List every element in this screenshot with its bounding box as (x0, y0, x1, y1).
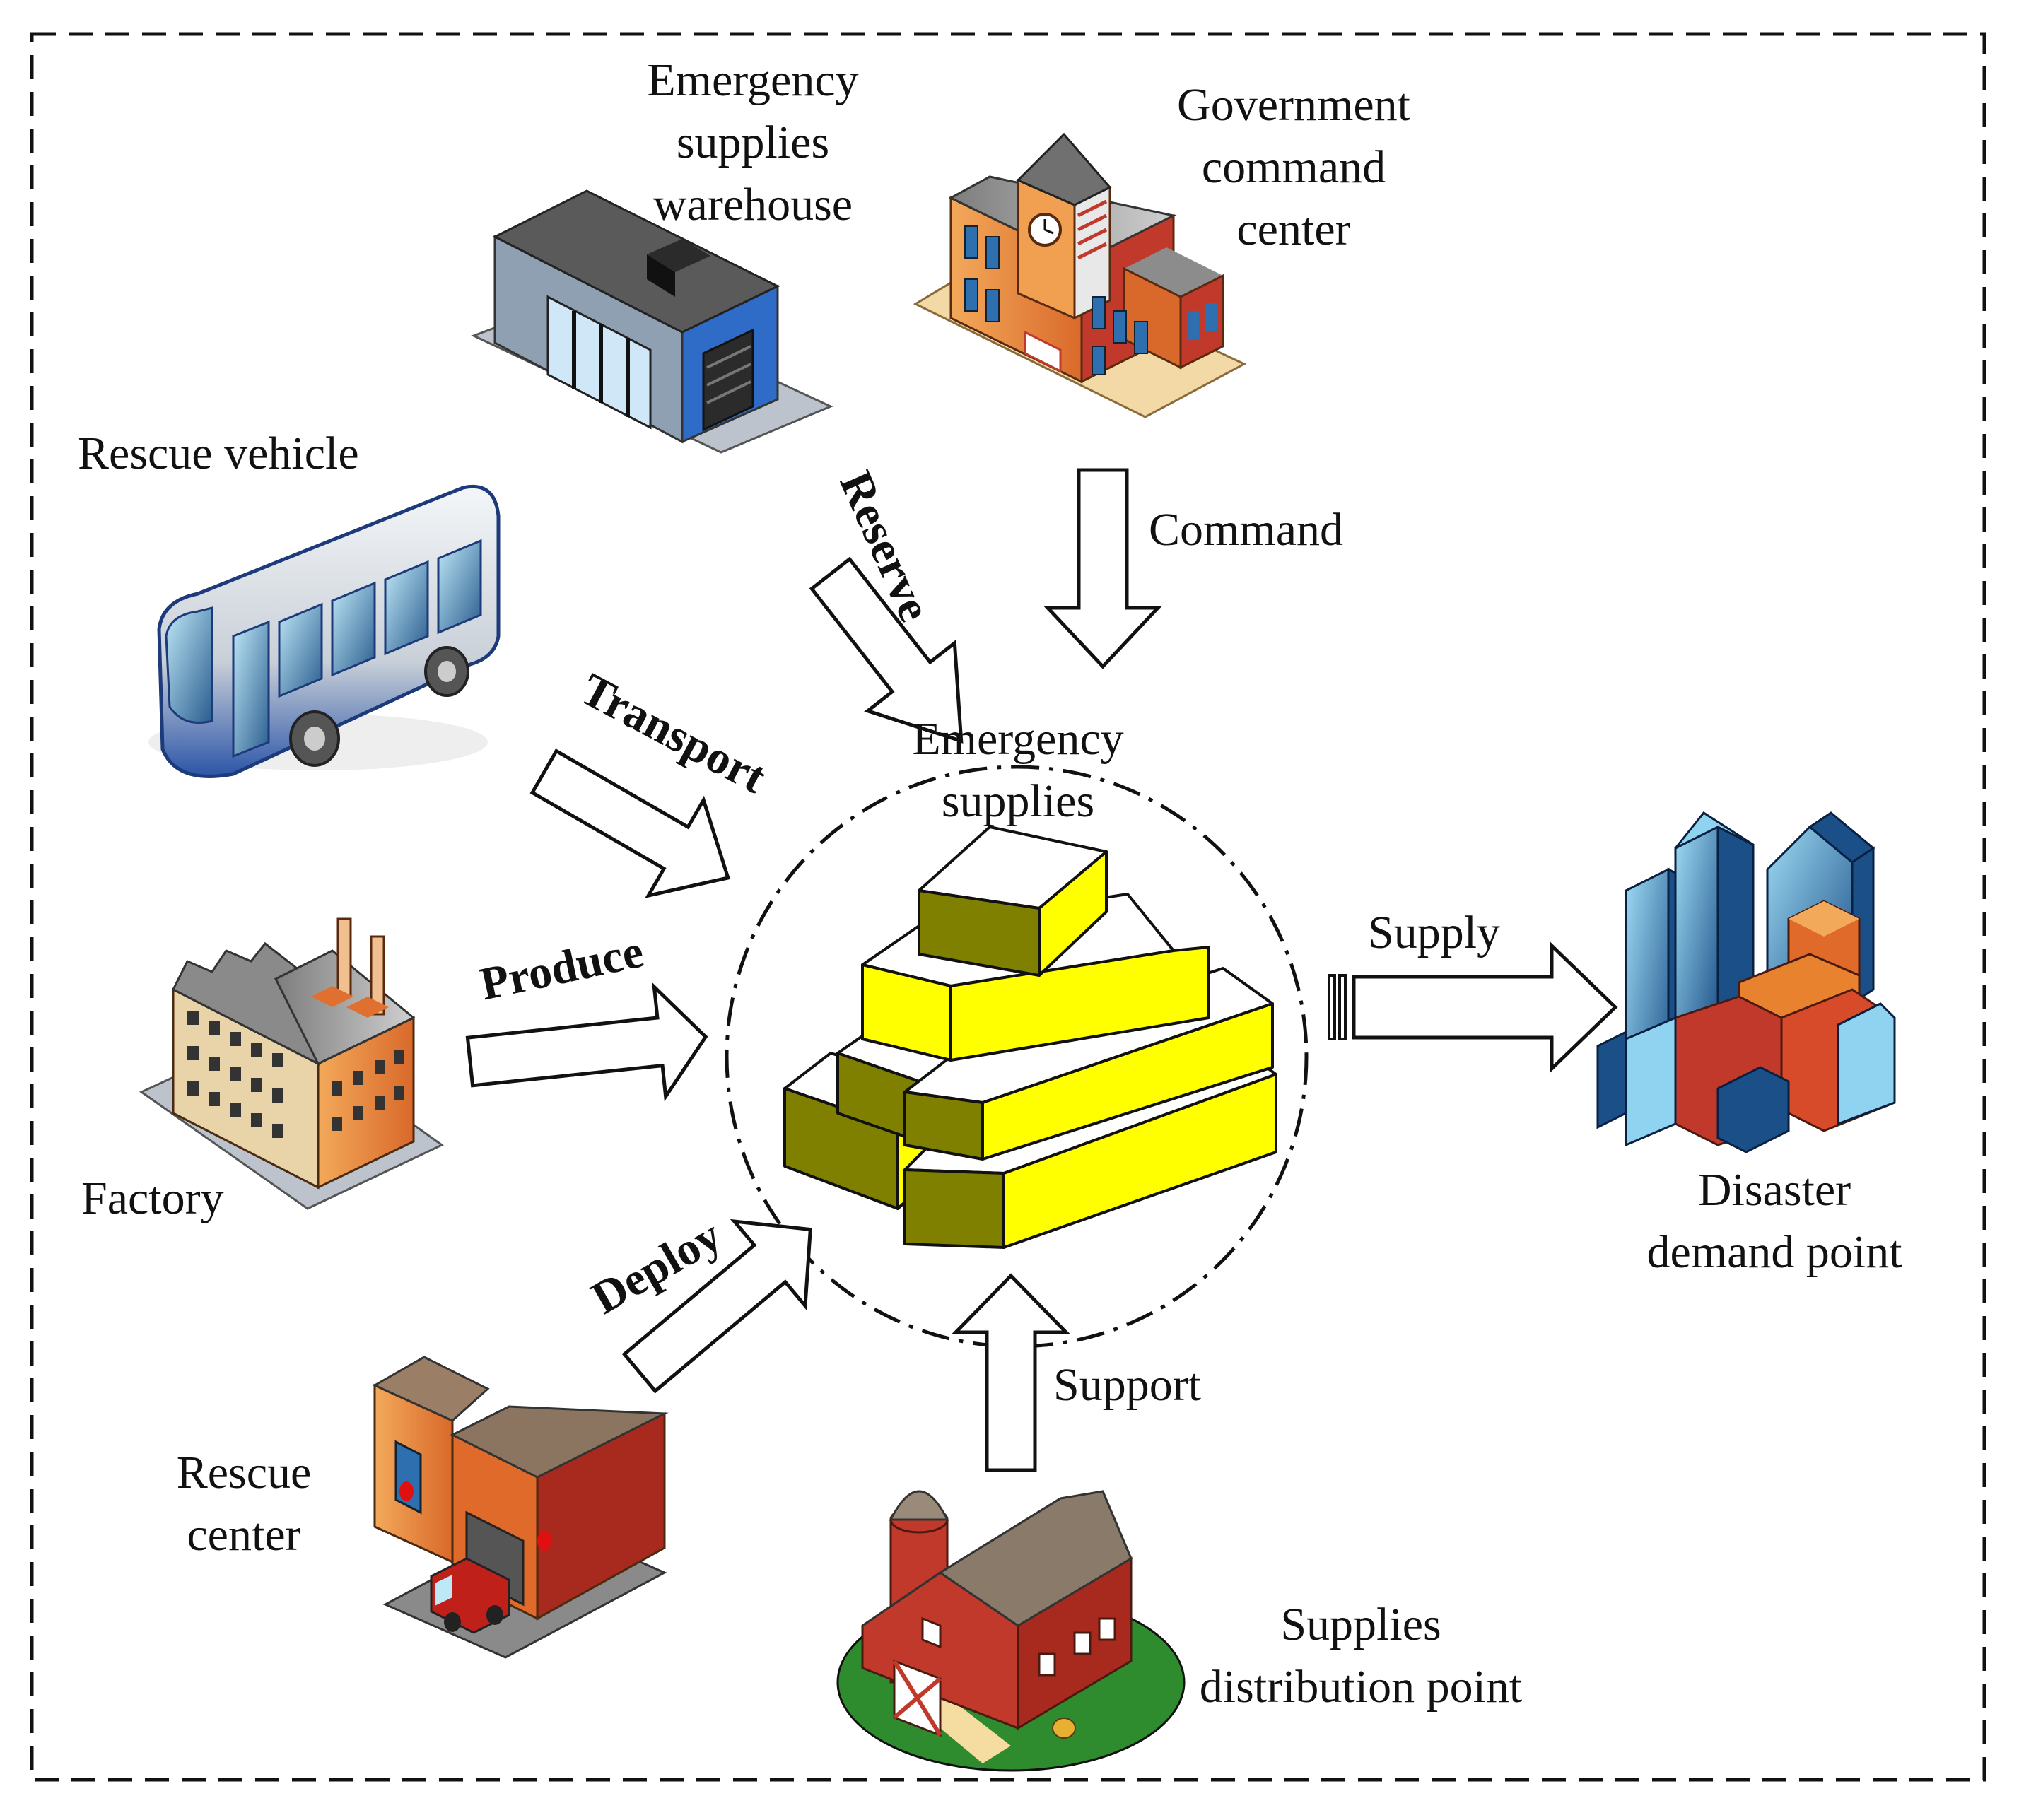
disaster-label-line1: Disaster (1697, 1164, 1851, 1216)
supply-arrow (1328, 941, 1618, 1073)
outer-frame (30, 32, 1986, 1782)
rescue-center-label-line1: Rescue (176, 1447, 312, 1498)
rescue-vehicle-label-text: Rescue vehicle (78, 428, 359, 479)
supplies-label-line1: Emergency (912, 713, 1124, 765)
warehouse-label-line3: warehouse (652, 179, 853, 230)
transport-arrow (529, 748, 731, 898)
rescue-center-icon (372, 1356, 669, 1659)
government-label: Government command center (1124, 74, 1463, 261)
warehouse-label-line1: Emergency (647, 54, 859, 106)
warehouse-label: Emergency supplies warehouse (587, 49, 919, 236)
government-label-line1: Government (1177, 79, 1410, 131)
supplies-label-line2: supplies (941, 775, 1095, 827)
distribution-label-line1: Supplies (1280, 1599, 1441, 1650)
support-arrow (952, 1273, 1070, 1472)
rescue-vehicle-icon (148, 484, 501, 778)
government-label-line2: command (1201, 141, 1386, 193)
supplies-boundary-circle (725, 765, 1309, 1349)
factory-icon (139, 917, 444, 1210)
factory-label-text: Factory (81, 1173, 224, 1224)
disaster-city-icon (1596, 811, 1896, 1153)
supplies-boxes-icon (783, 826, 1277, 1249)
distribution-label: Supplies distribution point (1159, 1594, 1562, 1718)
deploy-arrow (621, 1219, 812, 1394)
produce-arrow (465, 982, 708, 1102)
warehouse-icon (471, 189, 833, 454)
warehouse-label-line2: supplies (676, 117, 830, 168)
command-arrow (1043, 468, 1162, 669)
government-label-line3: center (1236, 204, 1351, 255)
rescue-center-label-line2: center (187, 1509, 301, 1561)
distribution-label-line2: distribution point (1199, 1661, 1523, 1713)
support-label: Support (1053, 1359, 1202, 1411)
disaster-label: Disaster demand point (1605, 1159, 1944, 1284)
factory-label: Factory (81, 1168, 224, 1230)
rescue-center-label: Rescue center (134, 1442, 353, 1566)
disaster-label-line2: demand point (1646, 1226, 1902, 1278)
supply-label: Supply (1368, 907, 1501, 958)
command-label: Command (1149, 504, 1343, 556)
rescue-vehicle-label: Rescue vehicle (78, 423, 359, 485)
government-building-icon (913, 132, 1247, 418)
reserve-arrow (809, 556, 964, 744)
supplies-label: Emergency supplies (877, 708, 1159, 833)
distribution-barn-icon (836, 1490, 1186, 1772)
